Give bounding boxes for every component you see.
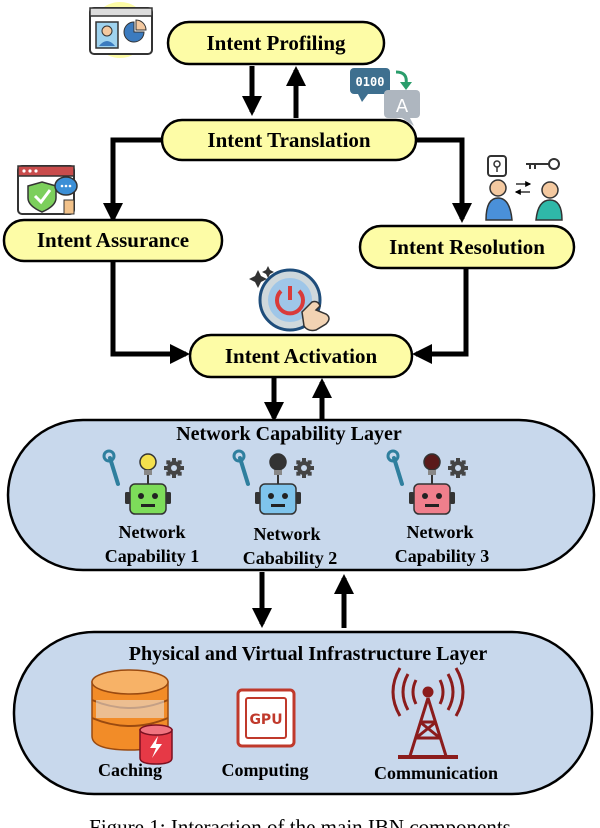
network-layer-title: Network Capability Layer: [176, 423, 402, 445]
connectors: [103, 66, 472, 628]
arrow-assurance-to-activation: [110, 261, 190, 364]
capability-2-line1: Network: [254, 524, 321, 544]
communication-label: Communication: [374, 763, 498, 783]
robot-icon-3: [386, 449, 468, 515]
node-intent-profiling: Intent Profiling: [166, 20, 386, 66]
figure-caption: Figure 1: Interaction of the main IBN co…: [89, 815, 511, 828]
arrow-resolution-to-activation: [412, 268, 469, 364]
capability-3-line1: Network: [407, 522, 474, 542]
intent-profiling-label: Intent Profiling: [206, 31, 346, 55]
capability-3-line2: Capability 3: [395, 546, 490, 566]
capability-1-line2: Capability 1: [105, 546, 200, 566]
power-button-icon: [249, 266, 330, 332]
radio-tower-icon: [391, 667, 465, 759]
computing-label: Computing: [221, 760, 308, 780]
robot-icon-1: [102, 449, 184, 515]
node-intent-resolution: Intent Resolution: [358, 224, 576, 270]
robot-icon-2: [232, 449, 314, 515]
key-handover-icon: [485, 155, 563, 221]
profile-dashboard-icon: [89, 2, 153, 58]
database-icon: [91, 669, 173, 765]
node-intent-activation: Intent Activation: [188, 333, 414, 379]
node-intent-translation: Intent Translation: [160, 118, 418, 162]
security-shield-icon: [17, 165, 78, 215]
capability-1-line1: Network: [119, 522, 186, 542]
arrow-translation-to-assurance: [103, 137, 162, 223]
intent-translation-label: Intent Translation: [207, 128, 370, 152]
infra-layer-title: Physical and Virtual Infrastructure Laye…: [129, 643, 488, 665]
gpu-label: GPU: [249, 712, 282, 728]
translate-icon: 0100 A: [350, 68, 420, 126]
network-capability-layer: Network Capability Layer Network Capabil…: [6, 418, 596, 572]
translate-letter: A: [396, 96, 409, 117]
infrastructure-layer: Physical and Virtual Infrastructure Laye…: [12, 630, 594, 796]
capability-2-line2: Cabability 2: [243, 548, 338, 568]
node-intent-assurance: Intent Assurance: [2, 218, 224, 263]
binary-text: 0100: [356, 75, 385, 89]
arrow-translation-to-resolution: [416, 137, 472, 223]
intent-resolution-label: Intent Resolution: [389, 235, 545, 259]
gpu-chip-icon: GPU: [236, 688, 296, 748]
capability-robots: [102, 449, 468, 515]
intent-activation-label: Intent Activation: [225, 344, 378, 368]
caching-label: Caching: [98, 760, 162, 780]
intent-assurance-label: Intent Assurance: [37, 228, 189, 252]
